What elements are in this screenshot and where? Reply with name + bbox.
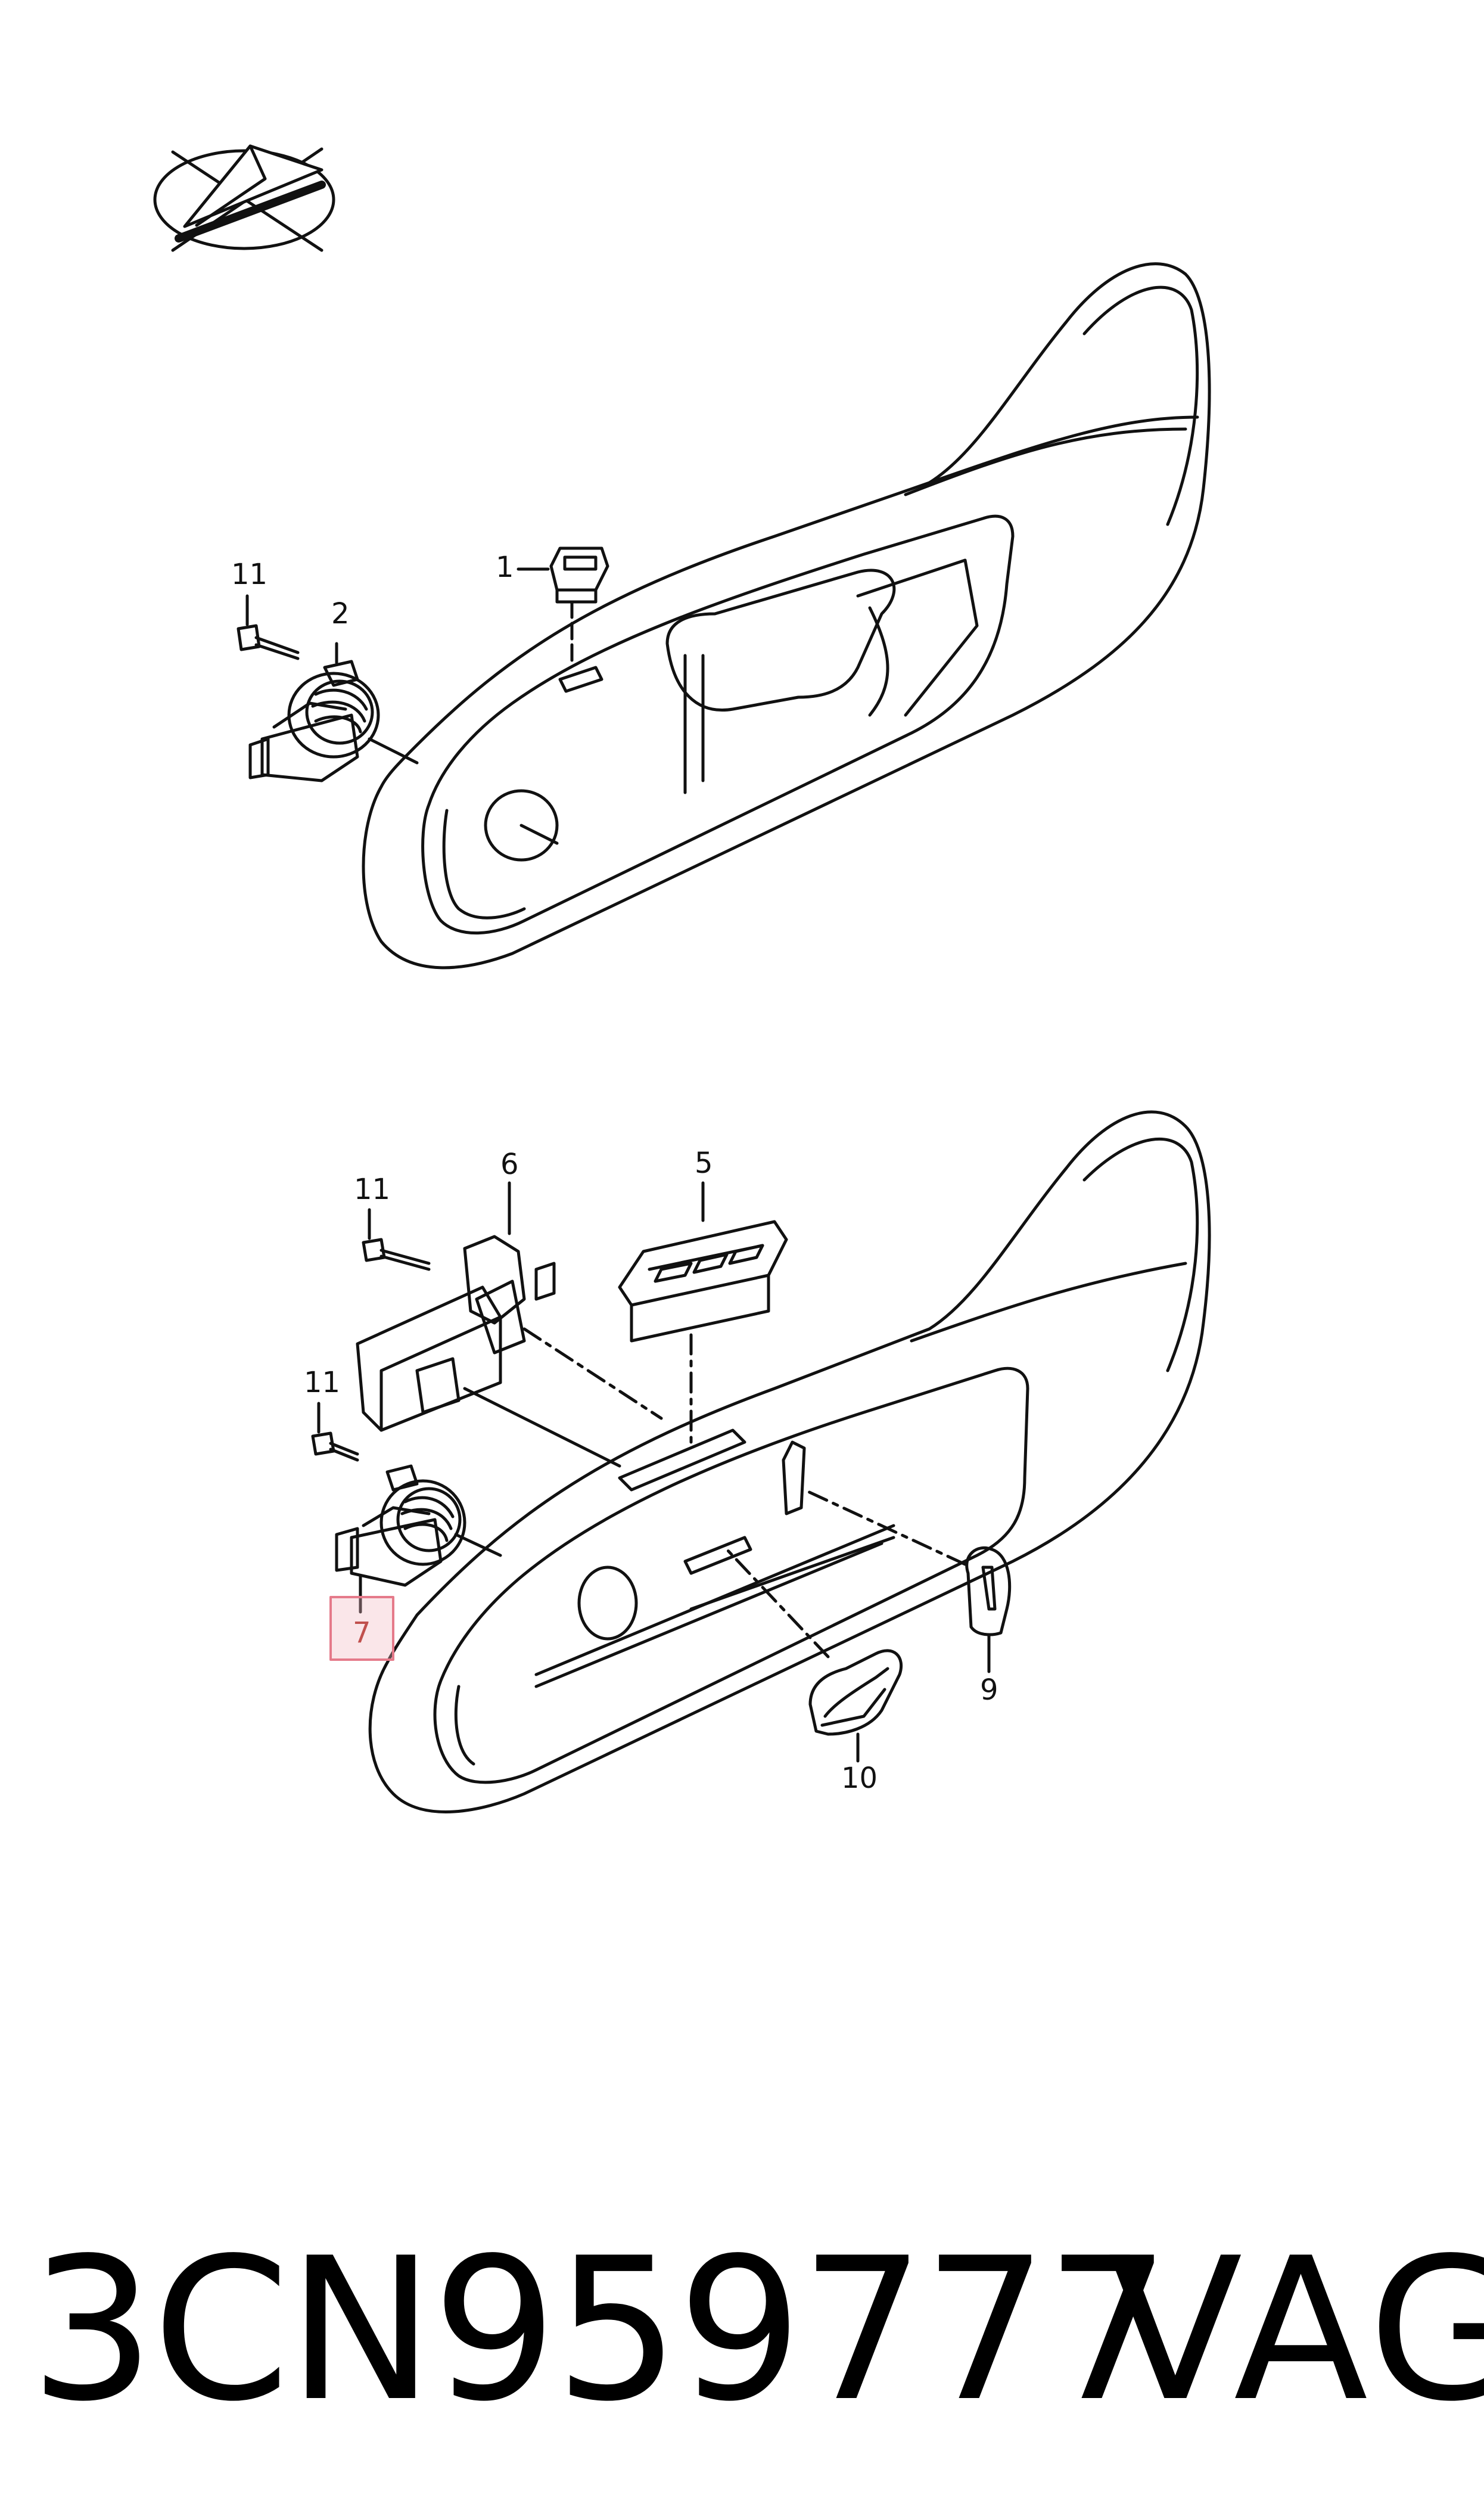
part-2-knob-unit-top bbox=[248, 642, 419, 782]
part-1-switch-top bbox=[517, 546, 609, 666]
part-9-cover bbox=[802, 1488, 1012, 1673]
callout-bottom-5: 5 bbox=[695, 1147, 713, 1180]
part-11-screw-bottom-lower bbox=[311, 1402, 359, 1462]
callout-bottom-7: 7 bbox=[353, 1616, 371, 1650]
callout-top-2: 2 bbox=[331, 597, 350, 630]
footer: 3CN959777 VAG bbox=[0, 2205, 1484, 2455]
seat-side-trim-bottom bbox=[368, 1110, 1211, 1813]
seat-side-trim-top bbox=[362, 262, 1211, 970]
callout-bottom-11-upper: 11 bbox=[354, 1173, 390, 1206]
part-11-screw-bottom-upper bbox=[362, 1208, 431, 1271]
orientation-symbol bbox=[153, 144, 335, 252]
part-11-screw-top bbox=[237, 594, 300, 660]
part-number: 3CN959777 bbox=[30, 2216, 1171, 2445]
callout-top-11: 11 bbox=[231, 558, 267, 591]
callout-bottom-10: 10 bbox=[841, 1762, 878, 1795]
callout-bottom-9: 9 bbox=[980, 1673, 998, 1707]
brand-name: VAG bbox=[1108, 2216, 1484, 2445]
part-7-knob-unit bbox=[335, 1464, 502, 1614]
callout-top-1: 1 bbox=[496, 551, 514, 584]
part-5-multi-switch bbox=[618, 1181, 788, 1450]
part-10-handle-cover bbox=[725, 1548, 903, 1763]
callout-bottom-6: 6 bbox=[500, 1148, 519, 1181]
part-6-switch-module bbox=[356, 1181, 663, 1468]
highlight-box-part-7 bbox=[329, 1596, 394, 1661]
callout-bottom-11-lower: 11 bbox=[304, 1366, 340, 1399]
